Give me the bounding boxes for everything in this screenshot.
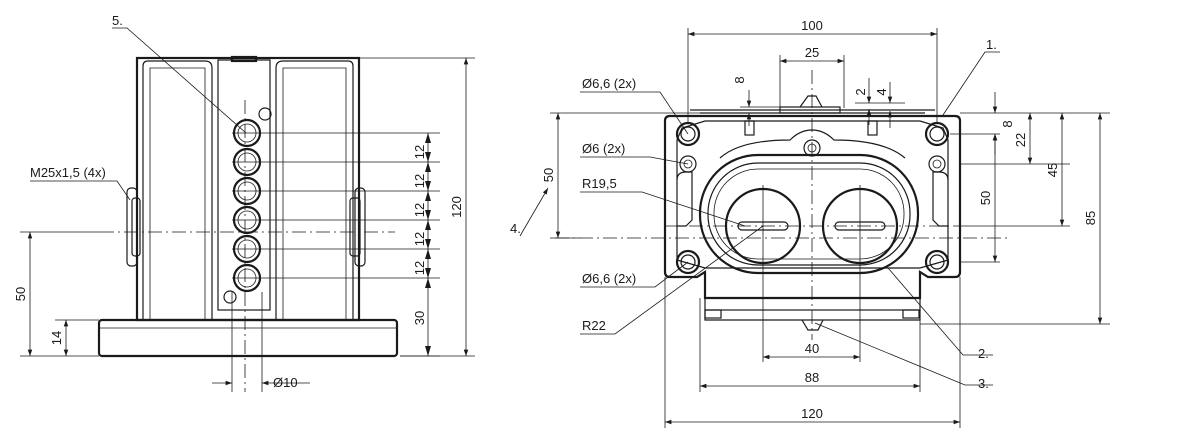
dim-2-label: 2 <box>853 88 868 95</box>
dim-88-label: 88 <box>805 370 819 385</box>
left-cable-gland <box>126 187 138 267</box>
small-screw-bottom <box>223 290 237 304</box>
hole-66-top-label: Ø6,6 (2x) <box>582 76 636 91</box>
front-view: 100 25 8 2 4 1. Ø6,6 (2x) Ø6 (2x) R19,5 <box>510 18 1110 428</box>
housing-outline <box>135 56 361 322</box>
dim-14-label: 14 <box>49 331 64 345</box>
dim-40-label: 40 <box>805 341 819 356</box>
radius-22-label: R22 <box>582 318 606 333</box>
item-5-label: 5. <box>112 13 123 28</box>
item-4-label: 4. <box>510 221 521 236</box>
dim-50-left-front-label: 50 <box>541 168 556 182</box>
dim-dia10-label: Ø10 <box>273 375 298 390</box>
pitch-label-3: 12 <box>412 203 427 217</box>
dim-4-label: 4 <box>874 88 889 95</box>
pitch-label-5: 12 <box>412 261 427 275</box>
dim-30-label: 30 <box>412 311 427 325</box>
cavity-outer <box>698 153 920 275</box>
dim-50-right-label: 50 <box>978 191 993 205</box>
dim-8-right-label: 8 <box>1000 120 1015 127</box>
dim-25-label: 25 <box>805 45 819 60</box>
left-switch-block <box>142 60 213 320</box>
dim-45-label: 45 <box>1045 163 1060 177</box>
pitch-label-2: 12 <box>412 174 427 188</box>
thread-label: M25x1,5 (4x) <box>30 165 106 180</box>
actuator-top <box>799 95 823 108</box>
hole-66-bottom-label: Ø6,6 (2x) <box>582 271 636 286</box>
mounting-holes <box>675 121 950 275</box>
radius-195-label: R19,5 <box>582 176 617 191</box>
dim-100-label: 100 <box>801 18 823 33</box>
right-cable-gland <box>354 187 366 267</box>
dim-120-width-label: 120 <box>801 406 823 421</box>
dim-50-left-label: 50 <box>13 287 28 301</box>
hole-6-label: Ø6 (2x) <box>582 141 625 156</box>
item-2-label: 2. <box>978 346 989 361</box>
base-plate <box>97 318 399 358</box>
contact-terminals <box>232 118 262 293</box>
item-3-label: 3. <box>978 376 989 391</box>
dim-22-label: 22 <box>1013 133 1028 147</box>
pitch-label-1: 12 <box>412 145 427 159</box>
contact-plate <box>217 59 271 311</box>
housing-outline-front <box>663 114 962 300</box>
pitch-label-4: 12 <box>412 232 427 246</box>
item-1-label: 1. <box>986 37 997 52</box>
dim-120-height-label: 120 <box>449 196 464 218</box>
small-screw-top <box>258 107 272 121</box>
right-switch-block <box>275 60 354 320</box>
dim-85-label: 85 <box>1083 211 1098 225</box>
dim-8-top-label: 8 <box>732 76 747 83</box>
left-side-view: 12 12 12 12 12 30 120 50 14 Ø10 M25x1,5 … <box>13 13 475 392</box>
